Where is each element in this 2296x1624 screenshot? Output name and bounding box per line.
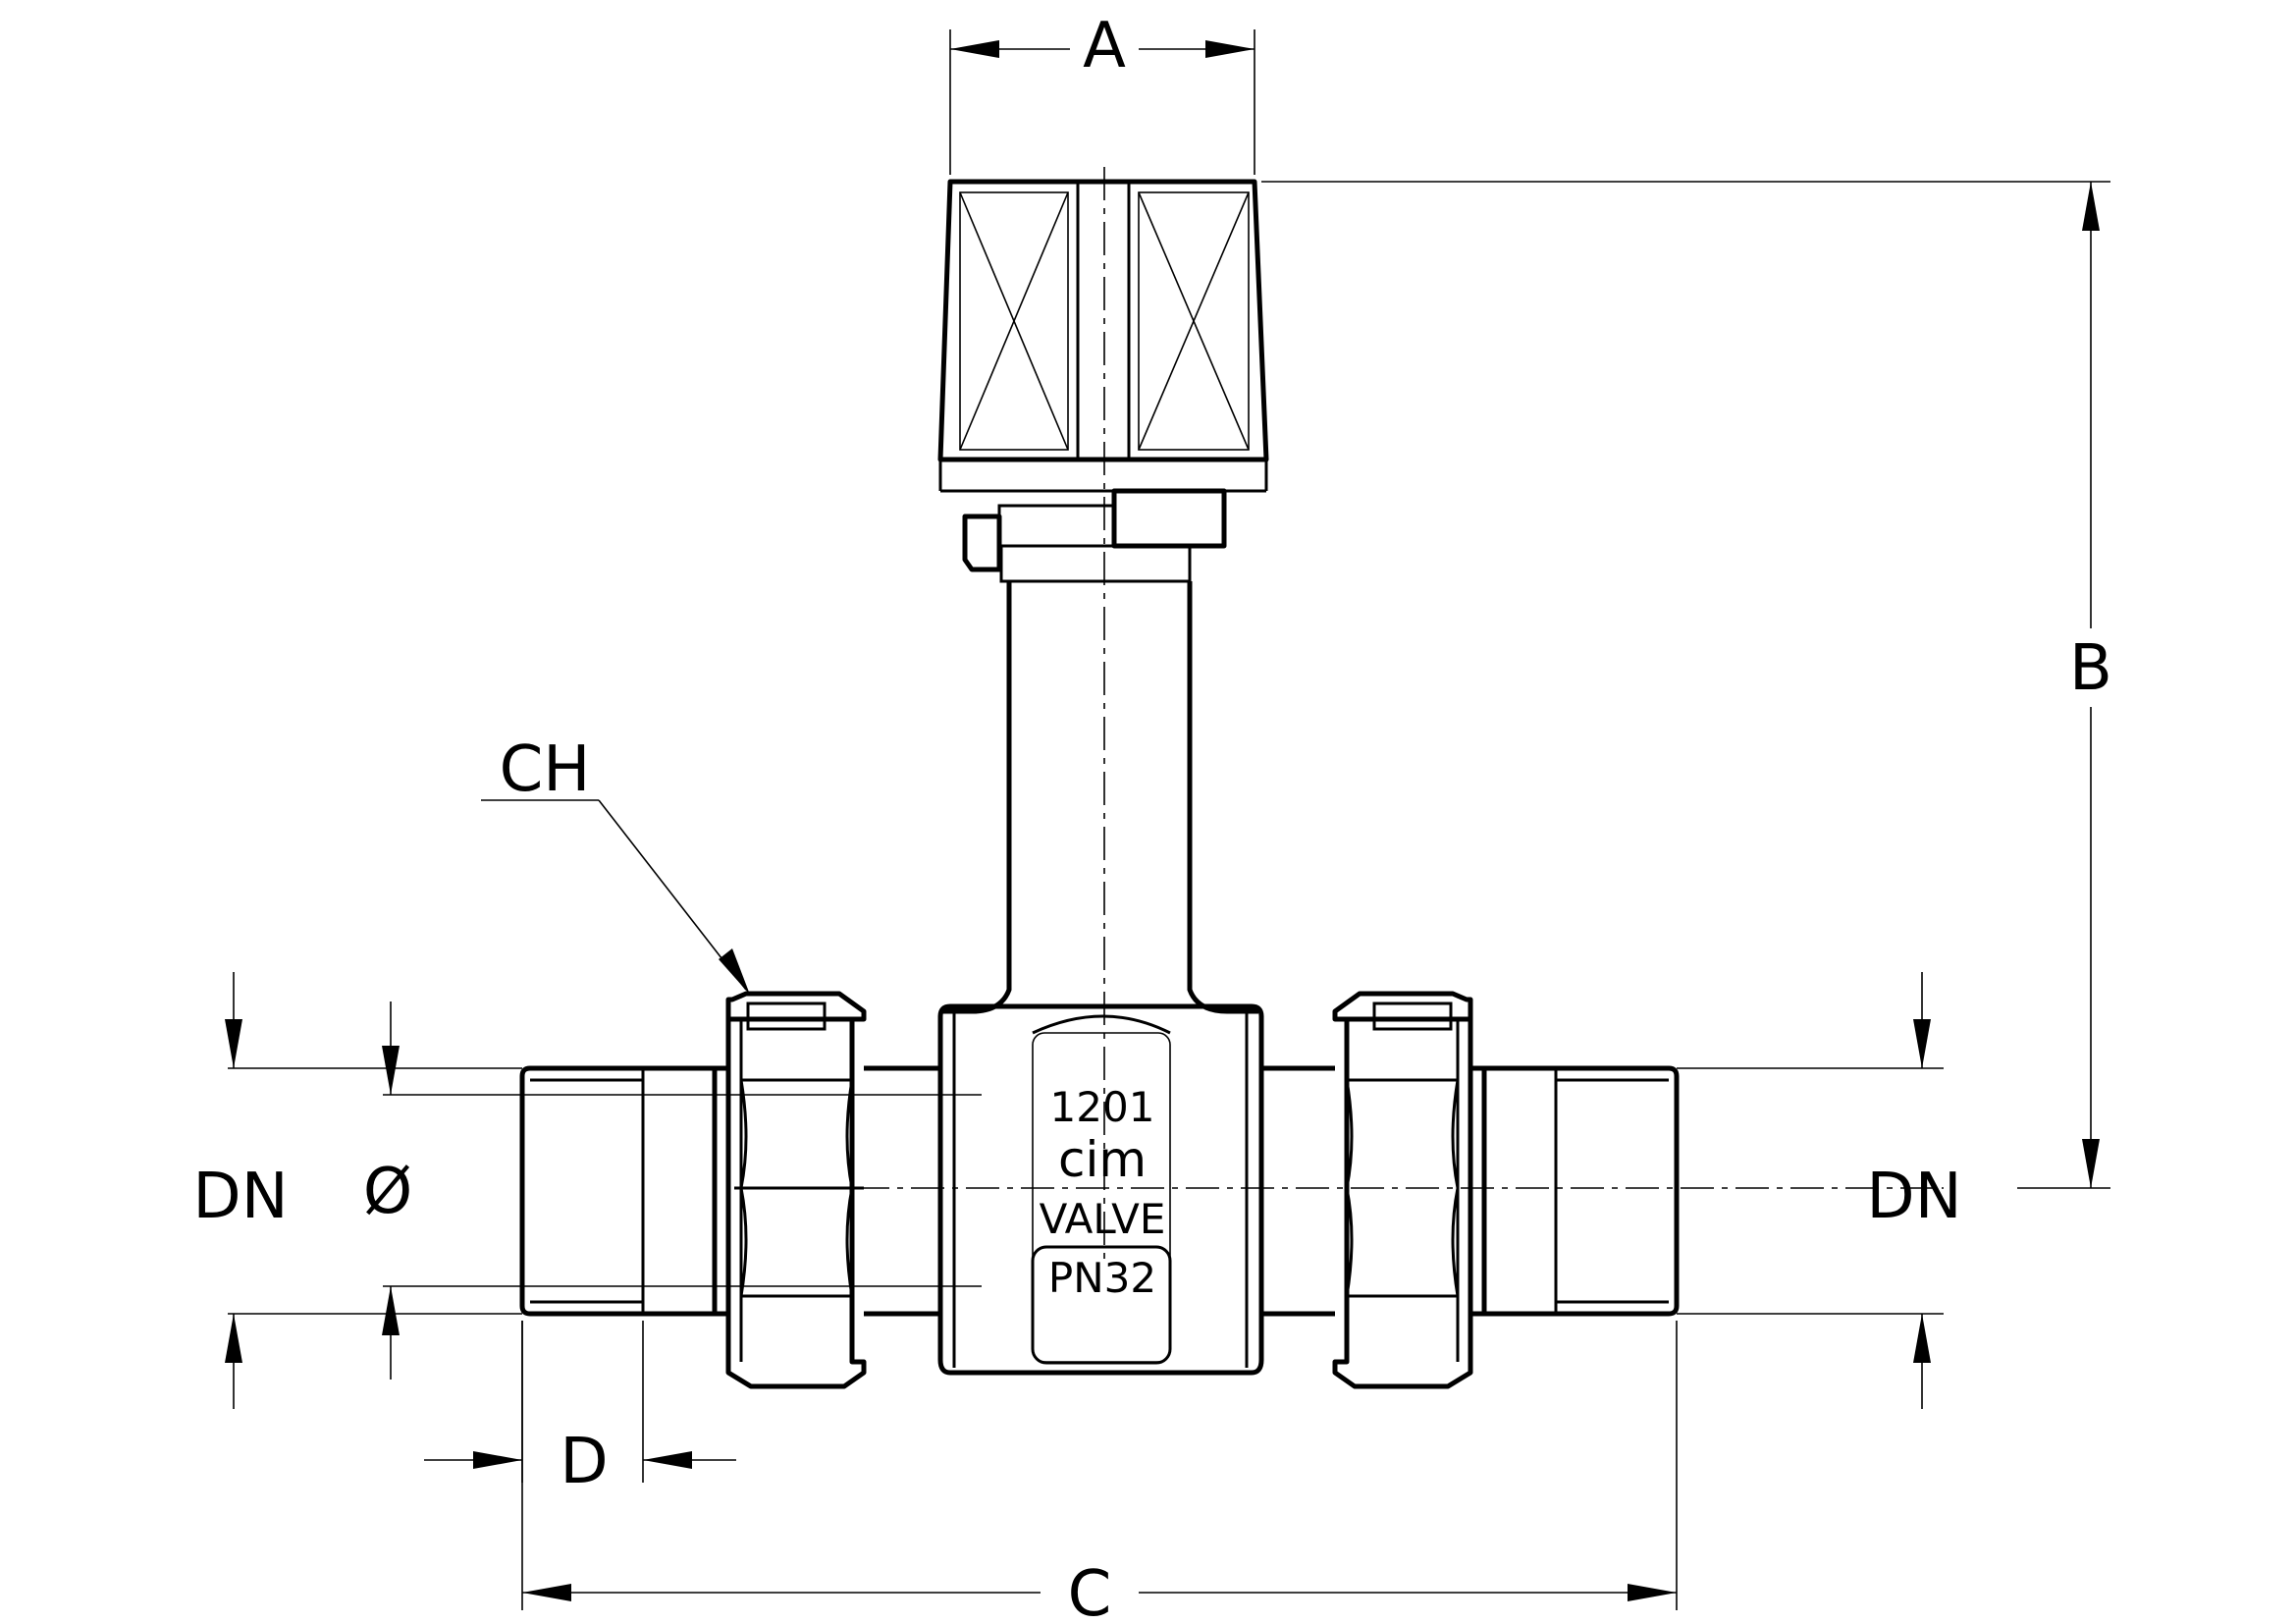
dimension-b: B [1261,181,2112,1189]
left-union-nut [725,991,867,1389]
dimension-dn-left-label: DN [192,1161,288,1233]
dimension-c-label: C [1068,1558,1112,1624]
right-threaded-tail [1470,1065,1680,1317]
dimension-a: A [949,10,1255,175]
valve-stem [942,581,1258,1014]
right-union-nut [1332,991,1473,1389]
dimension-diameter-label: Ø [363,1156,412,1228]
dimension-dn-right-label: DN [1866,1161,1961,1233]
dimension-diameter: Ø [363,1001,982,1380]
dimension-b-label: B [2069,632,2112,705]
brand-logo: cim [1058,1131,1147,1188]
dimension-ch: CH [481,733,750,995]
dimension-c: C [521,1321,1678,1624]
handle-knob [937,179,1269,493]
model-number: 1201 [1050,1083,1155,1131]
dimension-d-label: D [560,1426,608,1498]
valve-body [937,1003,1264,1376]
stem-collar [962,488,1227,583]
valve-type: VALVE [1040,1195,1166,1243]
dimension-ch-label: CH [500,733,591,806]
dimension-a-label: A [1083,10,1126,82]
left-threaded-tail [519,1065,728,1317]
left-union-pipe [864,1065,940,1317]
pressure-rating: PN32 [1048,1254,1156,1302]
center-lines [746,167,1944,1267]
dimension-dn-right: DN [1677,972,1962,1409]
body-marking: 1201 cim VALVE PN32 [1040,1083,1166,1302]
right-union-pipe [1261,1065,1335,1317]
dimension-dn-left: DN [192,972,522,1409]
dimension-d: D [424,1321,736,1498]
